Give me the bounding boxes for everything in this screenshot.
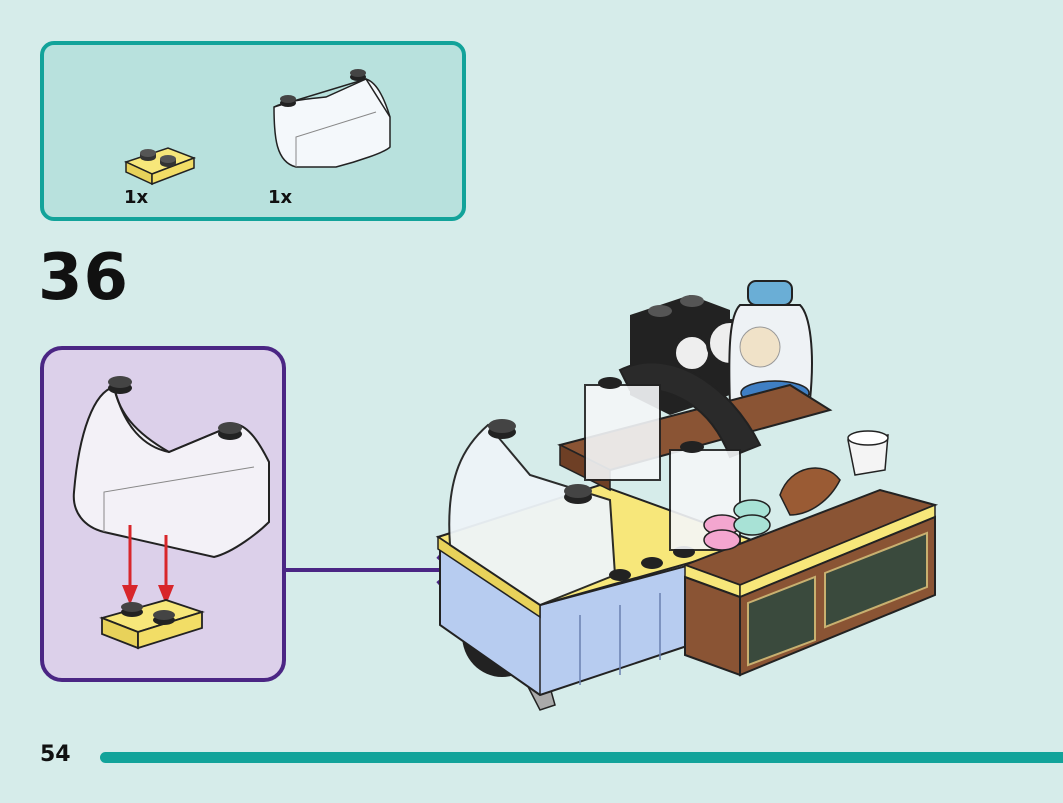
part-quantity: 1x: [268, 187, 293, 208]
croissant: [779, 467, 841, 516]
chalkboard-right: [824, 531, 928, 629]
step-number: 36: [38, 241, 130, 315]
sub-assembly-callout: [40, 346, 286, 682]
chalkboard-left: [747, 575, 816, 667]
page-number: 54: [40, 742, 71, 767]
gauge-icon: [672, 333, 712, 373]
yellow-plate-part: [123, 147, 197, 186]
model-windscreen: [448, 423, 617, 607]
windscreen-part: [273, 69, 391, 168]
arrow-down-icon: [122, 525, 174, 605]
bakery-cart-model: [435, 280, 939, 711]
yellow-plate-sub-part: [99, 599, 205, 650]
parts-list-box: 1x 1x: [40, 41, 466, 221]
page-progress-bar: [100, 752, 1063, 763]
part-quantity: 1x: [124, 187, 149, 208]
windscreen-sub-part: [72, 376, 270, 559]
transparent-case: [584, 384, 661, 481]
